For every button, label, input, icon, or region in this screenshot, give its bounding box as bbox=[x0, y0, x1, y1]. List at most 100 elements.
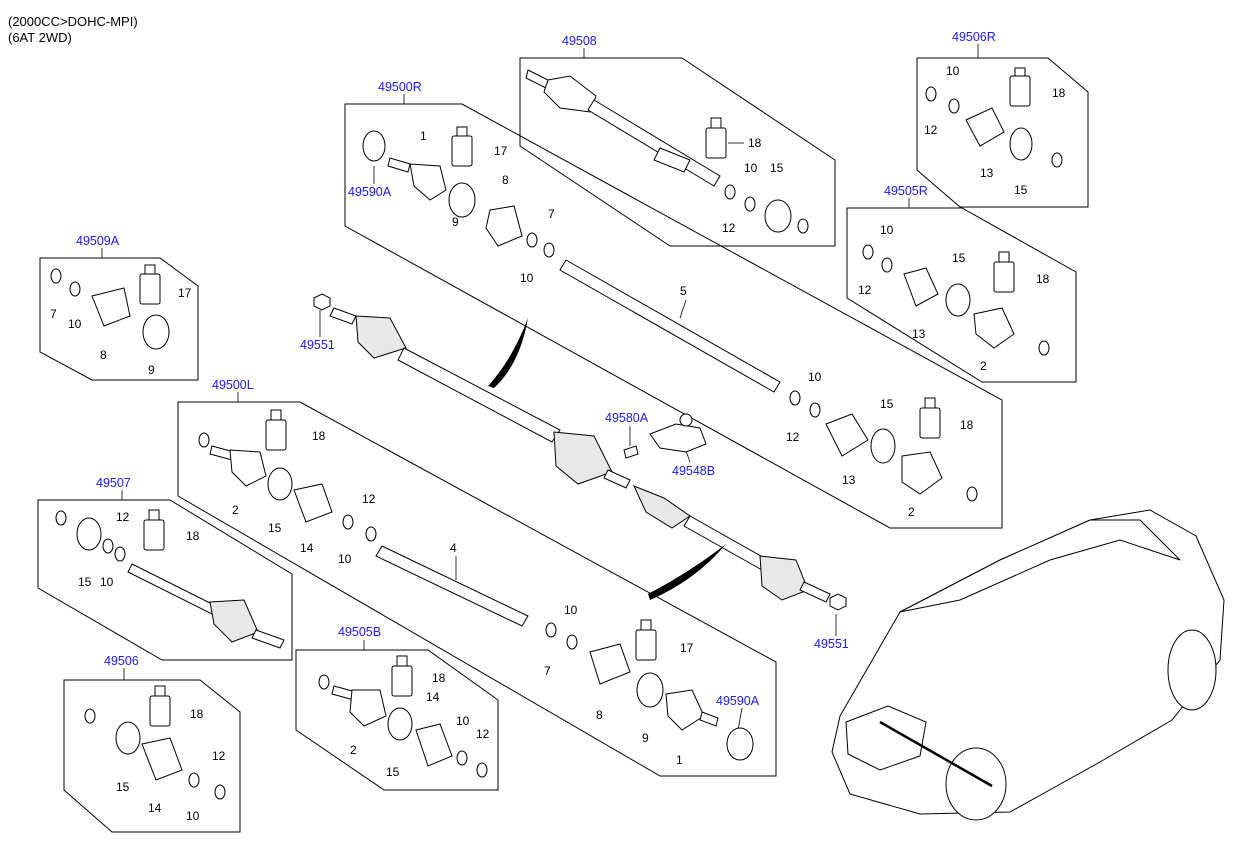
part-number-label: 10 bbox=[744, 161, 758, 175]
part-number-label: 17 bbox=[178, 286, 192, 300]
assembly-code-49590A-top[interactable]: 49590A bbox=[348, 185, 392, 199]
assembly-code-49590A-bottom[interactable]: 49590A bbox=[716, 694, 760, 708]
part-number-label: 7 bbox=[50, 307, 57, 321]
part-number-label: 10 bbox=[186, 809, 200, 823]
part-number-label: 7 bbox=[548, 207, 555, 221]
panel-49506 bbox=[63, 679, 241, 833]
boot-icon bbox=[862, 244, 1050, 356]
part-number-label: 10 bbox=[520, 271, 534, 285]
boot-icon bbox=[925, 86, 1063, 168]
part-number-label: 2 bbox=[350, 743, 357, 757]
transmission-spec-text: (6AT 2WD) bbox=[8, 30, 72, 45]
part-number-label: 13 bbox=[842, 473, 856, 487]
assembly-code-49580A[interactable]: 49580A bbox=[605, 411, 649, 425]
vehicle-illustration-icon bbox=[831, 509, 1225, 821]
part-number-label: 9 bbox=[642, 731, 649, 745]
part-number-label: 14 bbox=[300, 541, 314, 555]
drive-shaft-icon[interactable] bbox=[525, 69, 721, 187]
part-number-label: 4 bbox=[450, 541, 457, 555]
part-number-label: 15 bbox=[1014, 183, 1028, 197]
grease-tube-icon bbox=[919, 397, 941, 439]
bracket-icon bbox=[623, 413, 707, 459]
part-number-label: 18 bbox=[186, 529, 200, 543]
part-number-label: 15 bbox=[268, 521, 282, 535]
part-number-label: 8 bbox=[100, 348, 107, 362]
part-number-label: 15 bbox=[952, 251, 966, 265]
part-number-label: 2 bbox=[908, 505, 915, 519]
part-number-label: 18 bbox=[960, 418, 974, 432]
part-number-label: 2 bbox=[232, 503, 239, 517]
assembly-code-49551-right[interactable]: 49551 bbox=[814, 637, 849, 651]
grease-tube-icon bbox=[451, 126, 473, 167]
part-number-label: 18 bbox=[312, 429, 326, 443]
assembly-code-49551-left[interactable]: 49551 bbox=[300, 338, 335, 352]
assembly-code-49500R[interactable]: 49500R bbox=[378, 80, 422, 94]
part-number-label: 18 bbox=[432, 671, 446, 685]
panel-49506R bbox=[916, 57, 1089, 208]
part-number-label: 9 bbox=[148, 363, 155, 377]
part-number-label: 15 bbox=[386, 765, 400, 779]
part-number-label: 1 bbox=[420, 129, 427, 143]
panel-49507 bbox=[37, 499, 293, 661]
part-number-label: 17 bbox=[494, 144, 508, 158]
part-number-label: 10 bbox=[100, 575, 114, 589]
assembly-code-49505B[interactable]: 49505B bbox=[338, 625, 381, 639]
part-number-label: 12 bbox=[116, 510, 130, 524]
panel-49500R bbox=[344, 103, 1003, 529]
panel-49505R bbox=[846, 207, 1077, 383]
part-number-label: 15 bbox=[880, 397, 894, 411]
part-number-label: 12 bbox=[786, 430, 800, 444]
assembly-code-49505R[interactable]: 49505R bbox=[884, 184, 928, 198]
assembly-code-49506R[interactable]: 49506R bbox=[952, 30, 996, 44]
part-number-label: 12 bbox=[476, 727, 490, 741]
part-number-label: 12 bbox=[858, 283, 872, 297]
joint-icon bbox=[318, 674, 488, 778]
boot-icon bbox=[50, 268, 170, 350]
part-number-label: 5 bbox=[680, 284, 687, 298]
assembly-code-49506[interactable]: 49506 bbox=[104, 654, 139, 668]
assembly-code-49507[interactable]: 49507 bbox=[96, 476, 131, 490]
grease-tube-icon bbox=[265, 409, 287, 451]
part-number-label: 7 bbox=[544, 664, 551, 678]
drive-shaft-icon[interactable] bbox=[55, 510, 285, 649]
panel-49509A bbox=[39, 257, 199, 381]
leader-line bbox=[679, 299, 687, 319]
part-number-label: 10 bbox=[338, 552, 352, 566]
grease-tube-icon bbox=[635, 619, 657, 661]
assembly-code-49548B[interactable]: 49548B bbox=[672, 464, 715, 478]
panel-49500L bbox=[177, 401, 777, 777]
part-number-label: 18 bbox=[190, 707, 204, 721]
drive-shaft-icon[interactable] bbox=[559, 259, 781, 393]
leader-line bbox=[737, 707, 743, 731]
joint-icon bbox=[198, 432, 377, 542]
boot-icon bbox=[545, 622, 754, 761]
boot-icon bbox=[789, 390, 978, 502]
part-number-label: 8 bbox=[502, 173, 509, 187]
part-number-label: 10 bbox=[68, 317, 82, 331]
part-number-label: 13 bbox=[980, 166, 994, 180]
drive-shaft-icon[interactable] bbox=[375, 545, 529, 627]
part-number-label: 12 bbox=[722, 221, 736, 235]
part-number-label: 10 bbox=[880, 223, 894, 237]
assembly-code-49508[interactable]: 49508 bbox=[562, 34, 597, 48]
part-number-label: 12 bbox=[362, 492, 376, 506]
part-number-label: 18 bbox=[1052, 86, 1066, 100]
part-number-label: 10 bbox=[946, 64, 960, 78]
assembly-code-49509A[interactable]: 49509A bbox=[76, 234, 120, 248]
part-number-label: 10 bbox=[456, 714, 470, 728]
joint-icon bbox=[362, 130, 555, 258]
grease-tube-icon bbox=[705, 117, 727, 159]
part-number-label: 1 bbox=[676, 753, 683, 767]
grease-tube-icon bbox=[139, 264, 161, 305]
grease-tube-icon bbox=[993, 251, 1015, 293]
boot-icon bbox=[84, 708, 226, 800]
drive-shaft-icon[interactable] bbox=[329, 307, 831, 603]
part-number-label: 10 bbox=[808, 370, 822, 384]
part-number-label: 14 bbox=[148, 801, 162, 815]
assembly-code-49500L[interactable]: 49500L bbox=[212, 378, 254, 392]
part-number-label: 12 bbox=[212, 749, 226, 763]
part-number-label: 10 bbox=[564, 603, 578, 617]
panel-49505B bbox=[295, 649, 499, 791]
engine-spec-text: (2000CC>DOHC-MPI) bbox=[8, 14, 138, 29]
